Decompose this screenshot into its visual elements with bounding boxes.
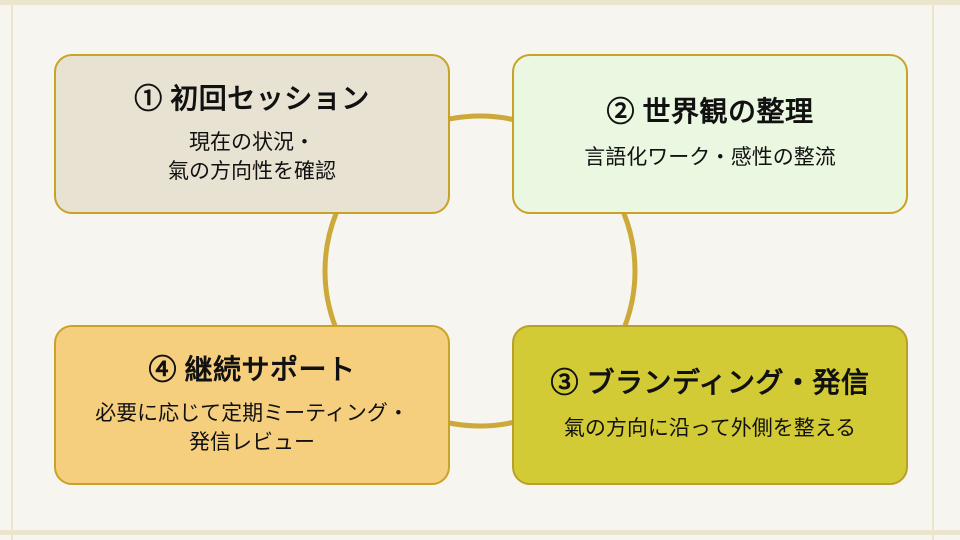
step-box-1[interactable]: ① 初回セッション 現在の状況・ 氣の方向性を確認 [54,54,450,214]
step-3-description: 氣の方向に沿って外側を整える [563,416,857,441]
step-3-title: ③ ブランディング・発信 [550,368,870,399]
frame-band-left [11,0,13,540]
frame-band-bottom [0,530,960,535]
step-box-3[interactable]: ③ ブランディング・発信 氣の方向に沿って外側を整える [512,325,908,485]
step-4-title: ④ 継続サポート [148,354,356,386]
step-1-title: ① 初回セッション [134,83,370,115]
step-1-description: 現在の状況・ 氣の方向性を確認 [168,129,336,183]
step-2-title: ② 世界観の整理 [606,97,814,128]
step-box-2[interactable]: ② 世界観の整理 言語化ワーク・感性の整流 [512,54,908,214]
step-box-4[interactable]: ④ 継続サポート 必要に応じて定期ミーティング・ 発信レビュー [54,325,450,485]
step-2-description: 言語化ワーク・感性の整流 [584,145,836,170]
frame-band-top [0,0,960,5]
step-4-description: 必要に応じて定期ミーティング・ 発信レビュー [95,400,409,454]
frame-band-right [932,0,934,540]
